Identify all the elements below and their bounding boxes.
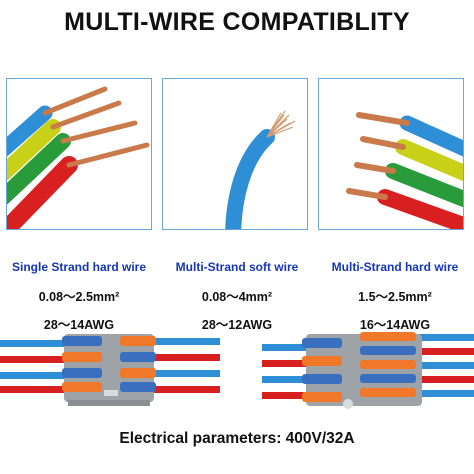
wire-gauge: 28〜12AWG — [201, 318, 273, 332]
soft-wire-photo — [162, 78, 308, 230]
wire-type-name: Single Strand hard wire — [11, 260, 147, 274]
wire-cross-section: 0.08〜4mm² — [201, 290, 273, 304]
wire-type-single-strand: Single Strand hard wire 0.08〜2.5mm² 28〜1… — [0, 260, 158, 333]
electrical-parameters: Electrical parameters: 400V/32A — [119, 430, 355, 447]
wire-type-name: Multi-Strand soft wire — [175, 260, 299, 274]
wire-cross-section: 1.5〜2.5mm² — [358, 290, 432, 304]
wire-gauge: 16〜14AWG — [359, 318, 431, 332]
wire-type-name: Multi-Strand hard wire — [331, 260, 459, 274]
single-strand-wire-photo — [6, 78, 152, 230]
page-title: MULTI-WIRE COMPATIBLITY — [64, 8, 410, 36]
hard-wire-photo — [318, 78, 464, 230]
lever-connector-right — [262, 332, 474, 409]
wire-type-multi-strand-soft: Multi-Strand soft wire 0.08〜4mm² 28〜12AW… — [158, 260, 316, 333]
wire-gauge: 28〜14AWG — [43, 318, 115, 332]
wire-cross-section: 0.08〜2.5mm² — [38, 290, 120, 304]
wire-type-multi-strand-hard: Multi-Strand hard wire 1.5〜2.5mm² 16〜14A… — [316, 260, 474, 333]
lever-connector-left — [0, 334, 220, 406]
